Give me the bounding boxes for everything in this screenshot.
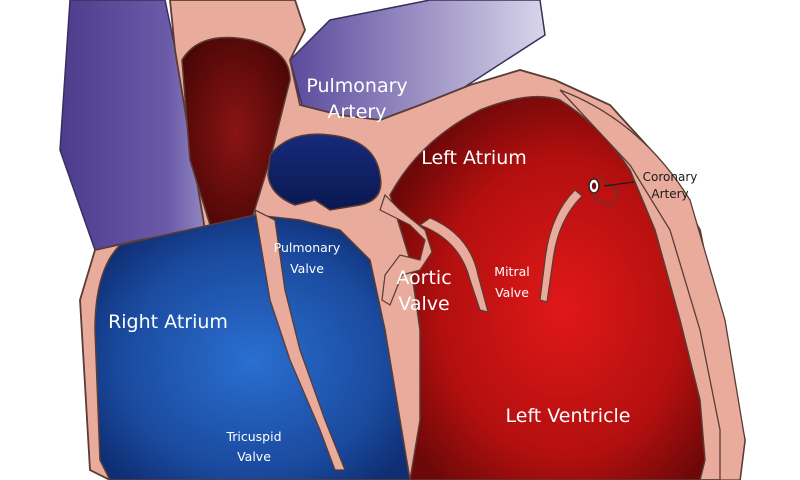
mitral-valve-label-line2: Valve (495, 285, 529, 300)
aortic-valve-leaflet (379, 193, 433, 306)
pulmonary-artery-label-line2: Artery (327, 101, 386, 123)
pulmonary-valve-label-line2: Valve (290, 261, 324, 276)
septum (254, 208, 346, 471)
mitral-valve-label-line1: Mitral (494, 264, 529, 279)
mitral-valve-leaflet-left (418, 217, 489, 313)
pulmonary-artery-label-line1: Pulmonary (306, 75, 407, 97)
coronary-artery-label-line1: Coronary (643, 170, 698, 184)
tricuspid-valve-label-line2: Valve (237, 449, 271, 464)
coronary-artery-vessel (587, 177, 619, 206)
pulmonary-valve-chamber (267, 133, 382, 211)
pulmonary-valve-label-line1: Pulmonary (274, 240, 341, 255)
coronary-artery-pointer (603, 181, 635, 187)
aorta-chamber (181, 36, 291, 226)
tricuspid-valve-label-line1: Tricuspid (225, 429, 281, 444)
coronary-artery-label-line2: Artery (651, 187, 688, 201)
aortic-valve-label-line2: Valve (398, 293, 449, 315)
left-ventricle-label: Left Ventricle (506, 405, 631, 427)
right-atrium-label: Right Atrium (108, 311, 228, 333)
left-atrium-label: Left Atrium (421, 147, 527, 169)
outer-wall-band (559, 89, 746, 480)
aortic-valve-label-line1: Aortic (396, 267, 451, 289)
mitral-valve-leaflet-right (539, 189, 583, 303)
right-chamber (94, 214, 411, 480)
